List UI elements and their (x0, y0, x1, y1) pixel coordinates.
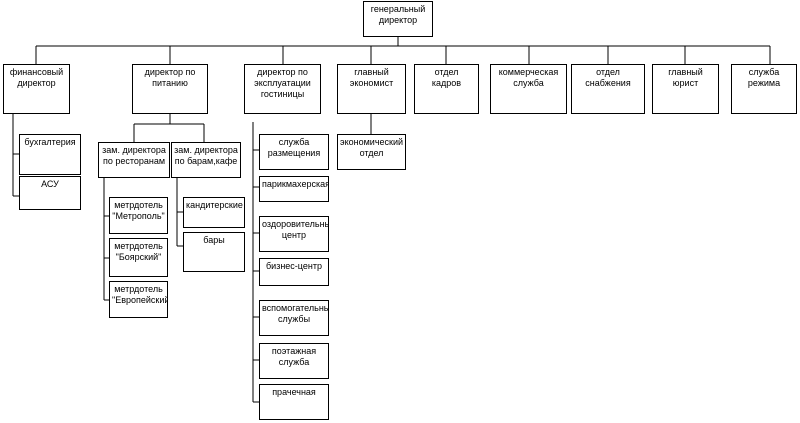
laundry-box: прачечная (259, 384, 329, 420)
chief-lawyer-box: главный юрист (652, 64, 719, 114)
hairdresser-box: парикмахерская (259, 176, 329, 202)
accounting-box: бухгалтерия (19, 134, 81, 175)
food-director-box: директор по питанию (132, 64, 208, 114)
security-service-box: служба режима (731, 64, 797, 114)
asu-box: АСУ (19, 176, 81, 210)
auxiliary-services-box: вспомогательные службы (259, 300, 329, 336)
chief-economist-box: главный экономист (337, 64, 406, 114)
general-director-box: генеральный директор (363, 1, 433, 37)
business-center-box: бизнес-центр (259, 258, 329, 286)
wellness-center-box: оздоровительный центр (259, 216, 329, 252)
deputy-bars-box: зам. директора по барам,кафе (171, 142, 241, 178)
financial-director-box: финансовый директор (3, 64, 70, 114)
bars-box: бары (183, 232, 245, 272)
hr-department-box: отдел кадров (414, 64, 479, 114)
floor-service-box: поэтажная служба (259, 343, 329, 379)
deputy-restaurants-box: зам. директора по ресторанам (98, 142, 170, 178)
supply-department-box: отдел снабжения (571, 64, 645, 114)
maitre-boyarsky-box: метрдотель "Боярский" (109, 238, 168, 277)
economic-department-box: экономический отдел (337, 134, 406, 170)
maitre-european-box: метрдотель "Европейский" (109, 281, 168, 318)
accommodation-service-box: служба размещения (259, 134, 329, 170)
operations-director-box: директор по эксплуатации гостиницы (244, 64, 321, 114)
maitre-metropol-box: метрдотель "Метрополь" (109, 197, 168, 234)
commercial-service-box: коммерческая служба (490, 64, 567, 114)
confectionery-box: кандитерские (183, 197, 245, 228)
